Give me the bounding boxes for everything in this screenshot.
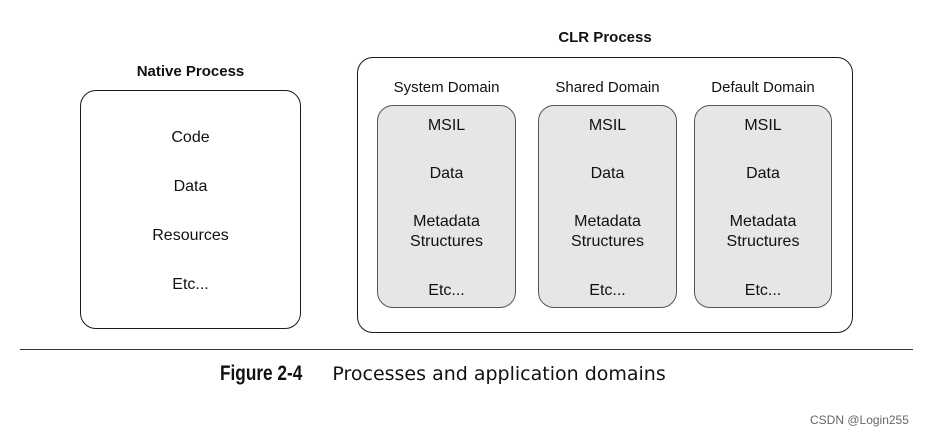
clr-process-title: CLR Process	[558, 29, 652, 46]
domain-item-metadata: Metadata	[729, 213, 797, 230]
domain-item-structures: Structures	[726, 233, 800, 250]
caption-text: Processes and application domains	[332, 363, 666, 385]
domain-box-shared: MSIL Data Metadata Structures Etc...	[538, 105, 677, 308]
domain-item-msil: MSIL	[588, 117, 627, 134]
watermark: CSDN @Login255	[810, 413, 909, 427]
native-process-title: Native Process	[136, 63, 245, 80]
domain-item-etc: Etc...	[744, 282, 782, 299]
domain-item-etc: Etc...	[428, 282, 465, 299]
native-item-resources: Resources	[152, 227, 229, 244]
figure-label: Figure 2-4	[220, 362, 303, 385]
domain-label-default: Default Domain	[711, 79, 815, 96]
domain-item-metadata: Metadata	[413, 213, 480, 230]
domain-label-system: System Domain	[393, 79, 500, 96]
domain-item-msil: MSIL	[427, 117, 466, 134]
domain-item-etc: Etc...	[589, 282, 626, 299]
native-item-code: Code	[171, 129, 210, 146]
native-item-etc: Etc...	[172, 276, 209, 293]
native-process-box: Code Data Resources Etc...	[80, 90, 301, 329]
domain-item-data: Data	[429, 165, 464, 182]
domain-box-system: MSIL Data Metadata Structures Etc...	[377, 105, 516, 308]
domain-item-metadata: Metadata	[574, 213, 641, 230]
domain-label-shared: Shared Domain	[555, 79, 660, 96]
figure-caption: Figure 2-4 Processes and application doma…	[220, 362, 666, 386]
domain-item-msil: MSIL	[744, 117, 782, 134]
domain-box-default: MSIL Data Metadata Structures Etc...	[694, 105, 832, 308]
caption-divider	[20, 349, 913, 350]
domain-item-structures: Structures	[571, 233, 644, 250]
domain-item-data: Data	[590, 165, 625, 182]
domain-item-data: Data	[746, 165, 780, 182]
domain-item-structures: Structures	[410, 233, 483, 250]
native-item-data: Data	[173, 178, 208, 195]
